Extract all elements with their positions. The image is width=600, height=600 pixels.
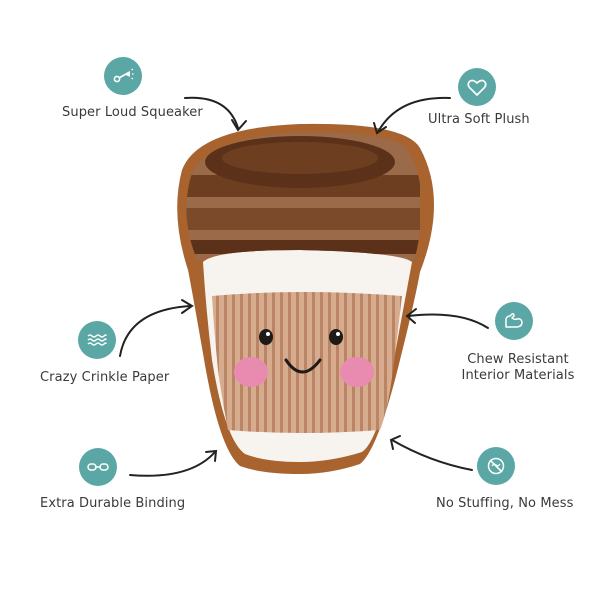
- crinkle-label: Crazy Crinkle Paper: [40, 370, 170, 385]
- chew-label-line2: Interior Materials: [461, 368, 575, 383]
- chain-icon: [87, 463, 109, 471]
- heart-icon: [467, 79, 487, 96]
- chew-label: Chew Resistant Interior Materials: [460, 352, 576, 384]
- squeaker-label: Super Loud Squeaker: [62, 105, 203, 120]
- stuffing-label: No Stuffing, No Mess: [436, 496, 574, 511]
- binding-badge: [79, 448, 117, 486]
- binding-label: Extra Durable Binding: [40, 496, 186, 511]
- crinkle-badge: [78, 321, 116, 359]
- plush-label: Ultra Soft Plush: [428, 112, 530, 127]
- no-stuffing-icon: [487, 457, 505, 475]
- chew-label-line1: Chew Resistant: [467, 352, 569, 367]
- flexed-arm-icon: [505, 313, 523, 328]
- plush-badge: [458, 68, 496, 106]
- chew-badge: [495, 302, 533, 340]
- waves-icon: [87, 334, 107, 346]
- toy-sleeve: [212, 292, 402, 433]
- squeaker-icon: [113, 68, 134, 83]
- squeaker-badge: [104, 57, 142, 95]
- stuffing-badge: [477, 447, 515, 485]
